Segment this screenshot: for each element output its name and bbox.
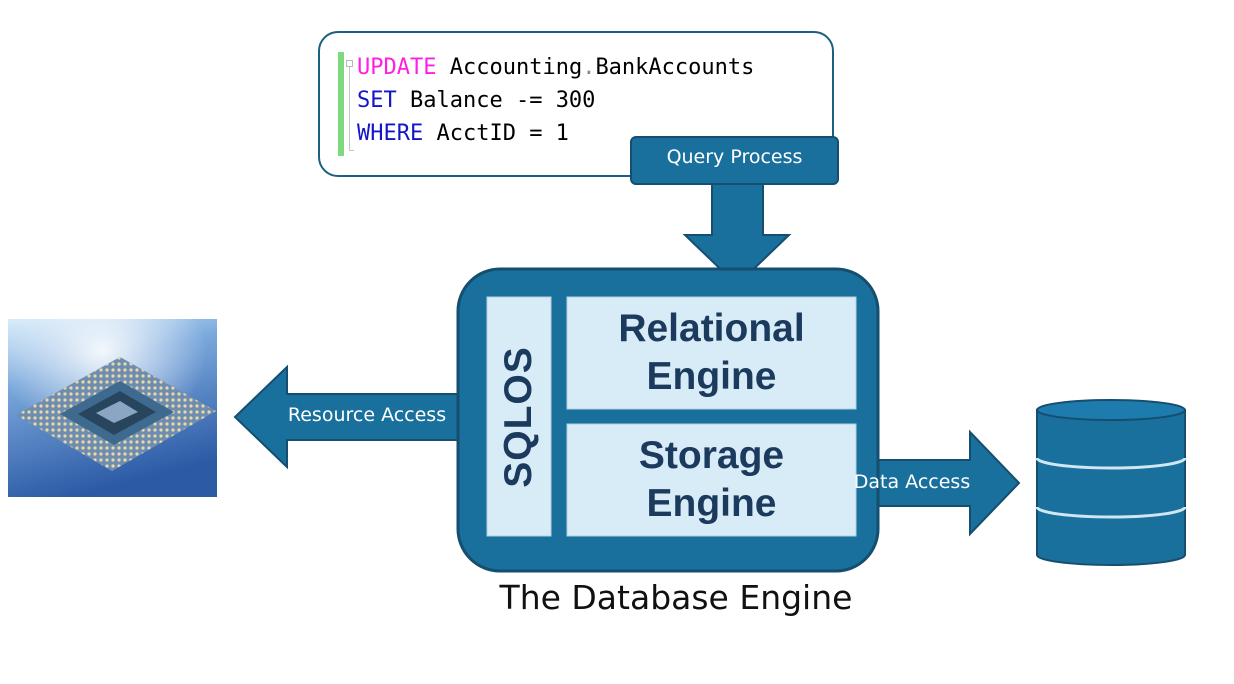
resource-access-label: Resource Access	[287, 404, 447, 426]
relational-engine-line-1: Relational	[618, 307, 805, 350]
storage-engine-label: Storage Engine	[567, 432, 856, 528]
cpu-chip-icon	[8, 319, 217, 497]
sqlos-panel	[486, 296, 552, 537]
table-name: BankAccounts	[595, 55, 755, 80]
storage-engine-panel	[566, 423, 857, 537]
query-process-label: Query Process	[666, 146, 803, 168]
collapse-toggle-icon	[346, 60, 353, 67]
set-clause: Balance -= 300	[396, 88, 596, 113]
keyword-update: UPDATE	[357, 55, 437, 80]
relational-engine-line-2: Engine	[646, 355, 777, 398]
resource-access-arrow	[233, 364, 473, 470]
change-indicator-bar	[338, 52, 344, 156]
storage-engine-line-2: Engine	[646, 482, 777, 525]
code-line-3: WHERE AcctID = 1	[357, 119, 569, 149]
query-process-arrow	[630, 136, 839, 287]
keyword-set: SET	[357, 88, 397, 113]
sql-code-box	[318, 31, 834, 177]
storage-engine-line-1: Storage	[638, 434, 785, 477]
schema-name: Accounting	[449, 55, 583, 80]
code-line-1: UPDATE Accounting.BankAccounts	[357, 53, 754, 83]
where-clause: AcctID = 1	[423, 121, 569, 146]
diagram-caption: The Database Engine	[499, 578, 853, 617]
name-separator: .	[582, 55, 596, 80]
outline-guide	[349, 67, 350, 151]
sqlos-label: SQLOS	[497, 346, 540, 488]
keyword-where: WHERE	[357, 121, 424, 146]
relational-engine-panel	[566, 296, 857, 410]
data-access-label: Data Access	[853, 471, 971, 493]
relational-engine-label: Relational Engine	[567, 305, 856, 401]
database-cylinder-icon	[1035, 399, 1187, 566]
code-line-2: SET Balance -= 300	[357, 86, 595, 116]
outline-guide-end	[349, 150, 354, 151]
